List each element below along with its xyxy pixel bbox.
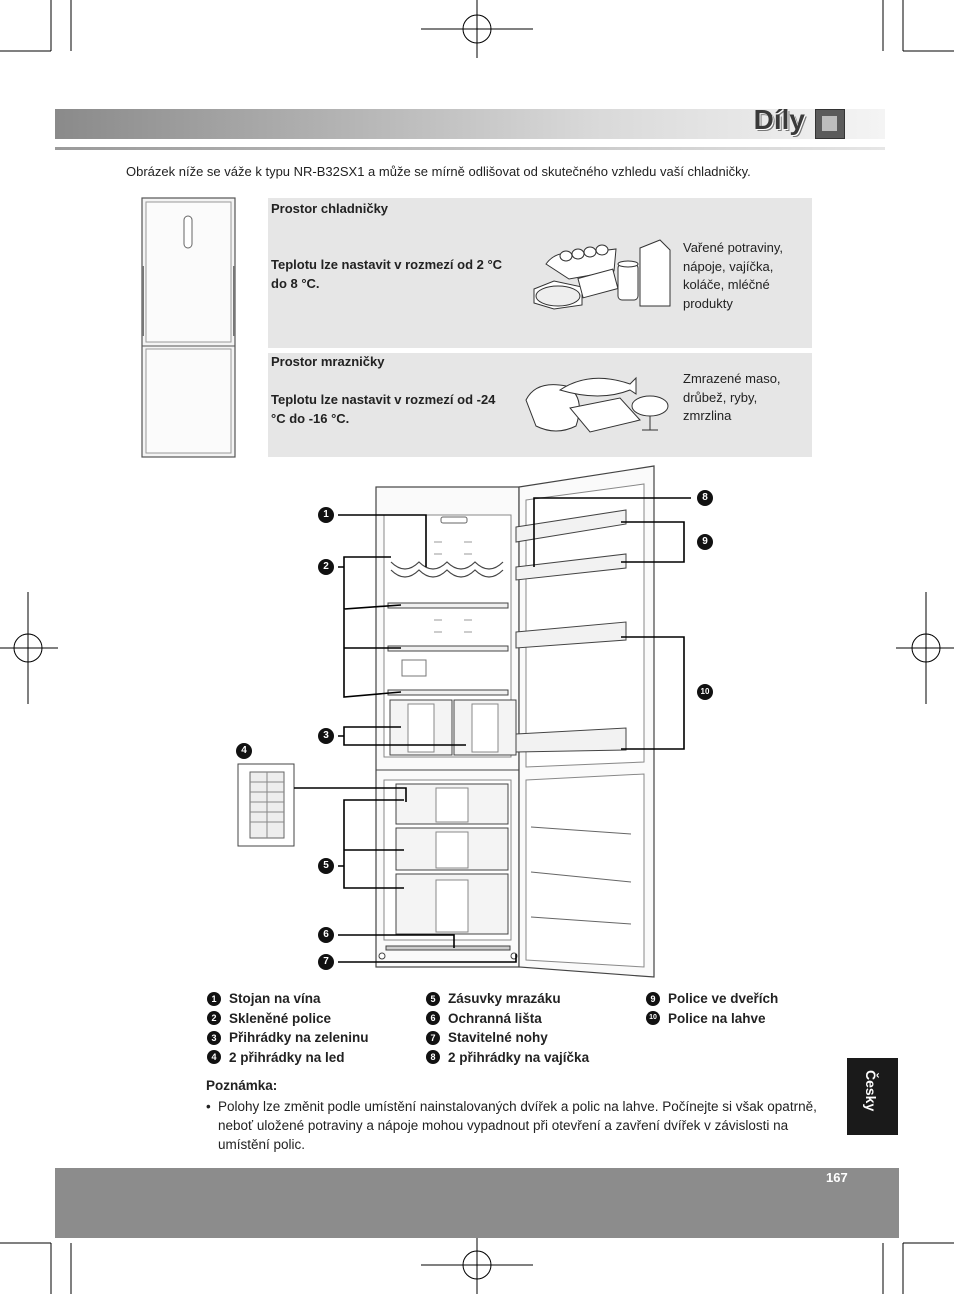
legend-number: 8 — [426, 1050, 440, 1065]
legend-item: 5 Zásuvky mrazáku — [426, 989, 589, 1009]
fridge-front-illustration — [141, 197, 236, 458]
legend-item: 3 Přihrádky na zeleninu — [207, 1028, 369, 1048]
legend-item: 7 Stavitelné nohy — [426, 1028, 589, 1048]
legend-item: 1 Stojan na vína — [207, 989, 369, 1009]
callout-6: 6 — [318, 927, 334, 943]
legend-column-2: 5 Zásuvky mrazáku 6 Ochranná lišta 7 Stavit… — [426, 989, 589, 1067]
legend-item: 6 Ochranná lišta — [426, 1009, 589, 1029]
fridge-food-icon — [533, 239, 671, 310]
callout-1: 1 — [318, 507, 334, 523]
note-text: Polohy lze změnit podle umístění nainsta… — [218, 1099, 817, 1152]
legend-number: 6 — [426, 1011, 440, 1026]
legend-number: 9 — [646, 991, 660, 1006]
legend-label: Ochranná lišta — [448, 1010, 542, 1026]
legend-label: Stojan na vína — [229, 991, 321, 1007]
callout-4: 4 — [236, 743, 252, 759]
freezer-compartment-title: Prostor mrazničky — [271, 354, 385, 369]
legend-label: Police ve dveřích — [668, 991, 779, 1007]
note-paragraph: • Polohy lze změnit podle umístění nains… — [206, 1097, 826, 1154]
fridge-compartment-box — [268, 198, 812, 348]
callout-5: 5 — [318, 858, 334, 874]
callout-10: 10 — [697, 684, 713, 700]
legend-number: 3 — [207, 1030, 221, 1045]
page-number: 167 — [826, 1170, 848, 1185]
legend-column-3: 9 Police ve dveřích 10 Police na lahve — [646, 989, 778, 1028]
language-label: Česky — [863, 1070, 879, 1112]
legend-label: Police na lahve — [668, 1010, 766, 1026]
callout-8: 8 — [697, 490, 713, 506]
freezer-temp-range: Teplotu lze nastavit v rozmezí od -24 °C… — [271, 392, 496, 426]
legend-label: Stavitelné nohy — [448, 1030, 548, 1046]
legend-label: 2 přihrádky na vajíčka — [448, 1049, 590, 1065]
note-bullet: • — [206, 1099, 211, 1114]
header-band — [55, 109, 885, 139]
callout-3: 3 — [318, 728, 334, 744]
legend-item: 8 2 přihrádky na vajíčka — [426, 1048, 589, 1068]
fridge-food-list: Vařené potraviny, nápoje, vajíčka, koláč… — [683, 240, 783, 311]
freezer-food-icon — [525, 376, 669, 433]
callout-7: 7 — [318, 954, 334, 970]
legend-number: 1 — [207, 991, 221, 1006]
freezer-food-list: Zmrazené maso, drůbež, ryby, zmrzlina — [683, 371, 781, 423]
legend-number: 5 — [426, 991, 440, 1006]
legend-item: 2 Skleněné police — [207, 1009, 369, 1029]
legend-label: Zásuvky mrazáku — [448, 991, 561, 1007]
callout-2: 2 — [318, 559, 334, 575]
fridge-compartment-title: Prostor chladničky — [271, 201, 389, 216]
legend-number: 10 — [646, 1011, 660, 1026]
legend-item: 4 2 přihrádky na led — [207, 1048, 369, 1068]
legend-label: Skleněné police — [229, 1010, 332, 1026]
title-square-icon — [815, 109, 845, 139]
callout-9: 9 — [697, 534, 713, 550]
fridge-open-diagram — [237, 465, 691, 978]
footer-band — [55, 1168, 899, 1238]
fridge-temp-range: Teplotu lze nastavit v rozmezí od 2 °C d… — [271, 257, 503, 291]
header-rule — [55, 147, 885, 150]
legend-label: Přihrádky na zeleninu — [229, 1030, 369, 1046]
note-title: Poznámka: — [206, 1078, 278, 1093]
legend-number: 4 — [207, 1050, 221, 1065]
language-tab: Česky — [847, 1058, 898, 1135]
legend-number: 2 — [207, 1011, 221, 1026]
legend-number: 7 — [426, 1030, 440, 1045]
page-title: Díly — [753, 104, 805, 135]
legend-column-1: 1 Stojan na vína 2 Skleněné police 3 Přihrá… — [207, 989, 369, 1067]
intro-text: Obrázek níže se váže k typu NR-B32SX1 a … — [126, 164, 751, 179]
legend-label: 2 přihrádky na led — [229, 1049, 345, 1065]
legend-item: 10 Police na lahve — [646, 1009, 778, 1029]
legend-item: 9 Police ve dveřích — [646, 989, 778, 1009]
